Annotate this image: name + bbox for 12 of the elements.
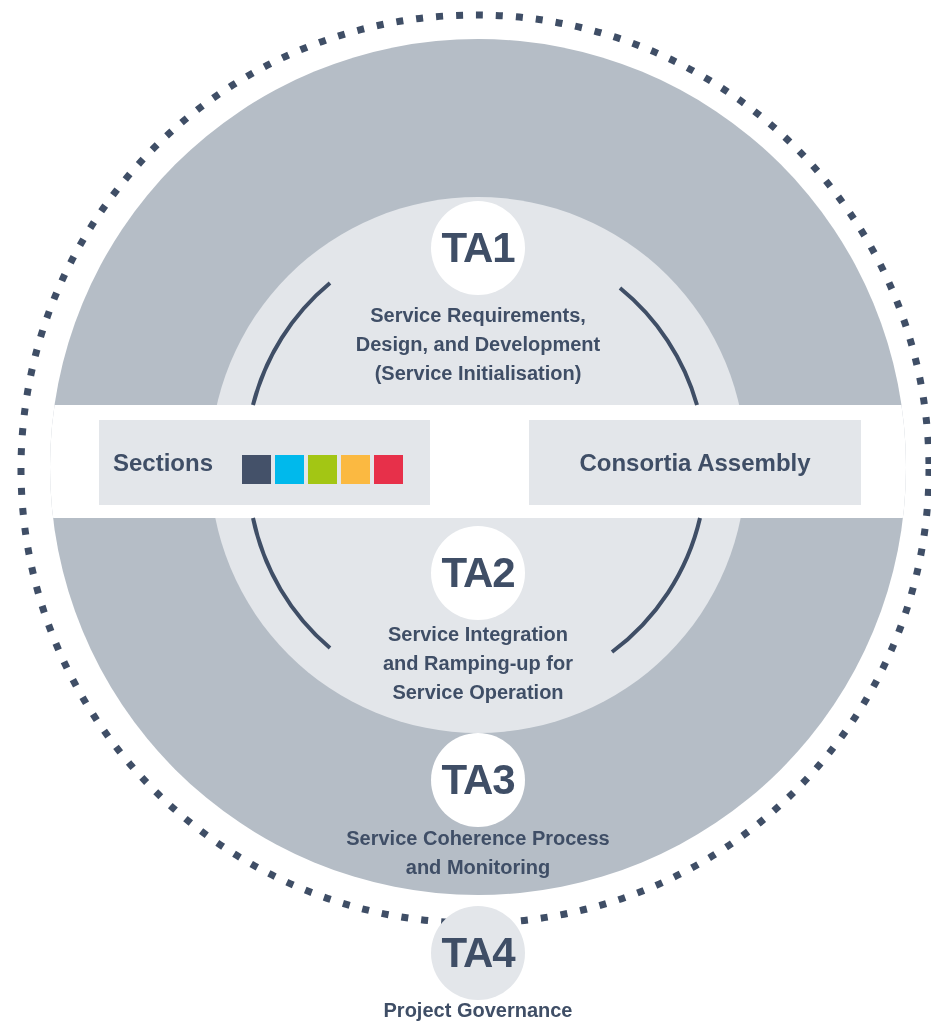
- section-badge: TA1: [431, 201, 525, 295]
- label-panel: [99, 420, 430, 505]
- section-description: Service Coherence Process and Monitoring: [345, 826, 611, 880]
- label-panel: [529, 420, 861, 505]
- section-badge: TA3: [431, 733, 525, 827]
- panel-label: Sections: [113, 447, 214, 478]
- section-description: Project Governance: [382, 998, 574, 1023]
- section-description: Service Requirements, Design, and Development (Service Initialisation): [354, 303, 602, 386]
- panel-label: Consortia Assembly: [578, 447, 812, 478]
- section-badge: TA2: [431, 526, 525, 620]
- section-description: Service Integration and Ramping-up for Service Operation: [382, 622, 574, 705]
- section-badge: TA4: [431, 906, 525, 1000]
